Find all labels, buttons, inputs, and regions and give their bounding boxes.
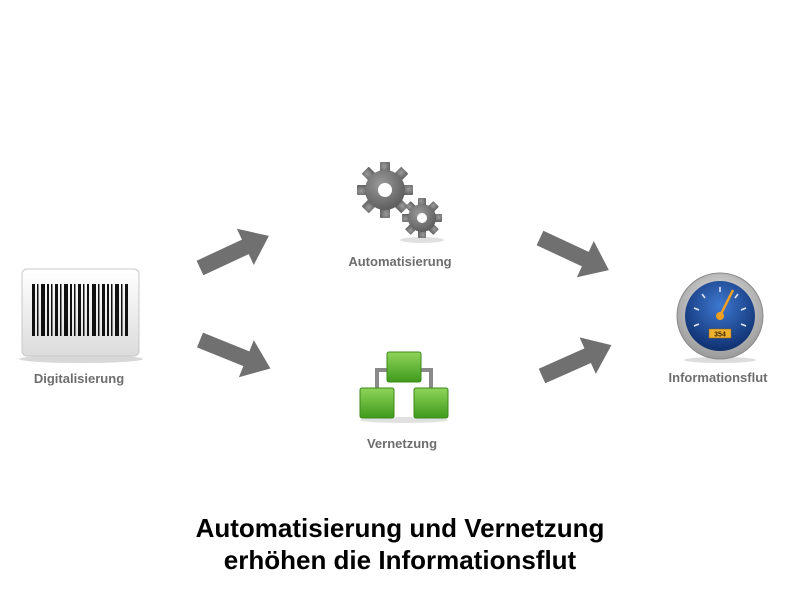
caption: Automatisierung und Vernetzung erhöhen d…	[0, 512, 800, 576]
gauge-node: 354	[670, 270, 770, 366]
automatisierung-label: Automatisierung	[348, 254, 452, 269]
gears-icon	[357, 162, 444, 243]
gauge-readout: 354	[714, 332, 726, 339]
caption-line-1: Automatisierung und Vernetzung	[195, 513, 605, 543]
arrow-digital-to-automation	[196, 228, 269, 276]
barcode-icon	[19, 268, 143, 363]
gears-node	[352, 158, 448, 246]
informationsflut-label: Informationsflut	[668, 370, 768, 385]
arrow-automation-to-info	[536, 230, 609, 278]
vernetzung-label: Vernetzung	[366, 436, 438, 451]
barcode-node	[14, 266, 148, 366]
arrow-network-to-info	[538, 337, 612, 384]
speedometer-icon: 354	[676, 272, 764, 363]
caption-line-2: erhöhen die Informationsflut	[223, 545, 577, 575]
network-node	[356, 348, 452, 424]
arrow-digital-to-network	[197, 332, 271, 378]
network-blocks-icon	[359, 351, 449, 423]
digitalisierung-label: Digitalisierung	[33, 371, 125, 386]
